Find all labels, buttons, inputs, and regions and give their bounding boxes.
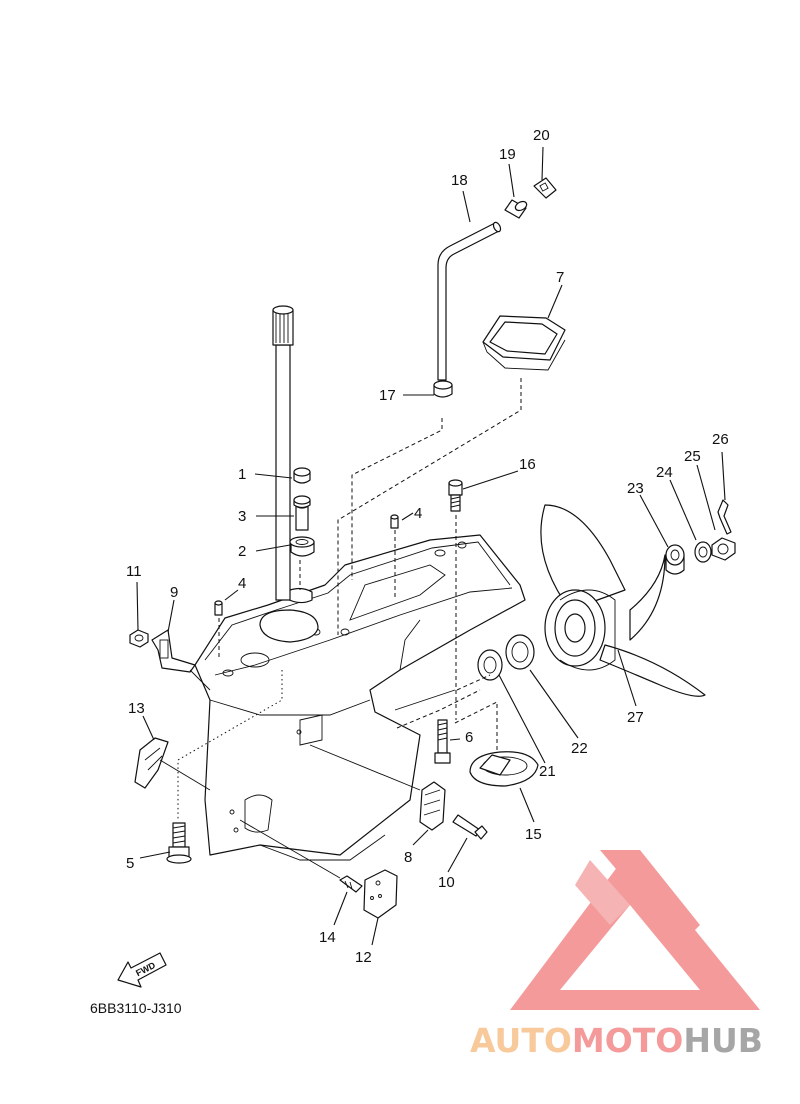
part-13-cover: [134, 737, 169, 789]
part-6-bolt: [434, 719, 451, 764]
part-4-dowel-pin: [214, 600, 223, 616]
part-12-trim-cover: [363, 869, 398, 919]
part-15-housing: [469, 751, 539, 787]
part-24-washer: [694, 541, 712, 563]
callout-23: 23: [627, 480, 644, 497]
callout-8: 8: [404, 849, 412, 866]
part-26-cotter-pin: [717, 499, 732, 535]
part-27-propeller: [540, 504, 706, 697]
fwd-arrow-icon: [117, 952, 167, 988]
watermark-text-auto: AUTO: [470, 1021, 572, 1060]
callout-2: 2: [238, 543, 246, 560]
callout-7: 7: [556, 269, 564, 286]
diagram-code: 6BB3110-J310: [90, 1000, 182, 1016]
callout-21: 21: [539, 763, 556, 780]
callout-3: 3: [238, 508, 246, 525]
watermark-text-hub: HUB: [683, 1021, 763, 1060]
drive-shaft: [272, 305, 294, 601]
part-7-gasket: [482, 315, 566, 371]
part-4-dowel-pin-b: [390, 514, 399, 529]
watermark-text-moto: MOTO: [572, 1021, 683, 1060]
callout-leaders: [136, 146, 726, 946]
callout-numbers: 1 3 2 4 4 5 6 7 8 9 10 11 12 13 14 15 16…: [126, 127, 729, 966]
part-11-nut: [129, 629, 149, 648]
callout-27: 27: [627, 709, 644, 726]
part-9-clamp: [151, 629, 196, 673]
callout-6: 6: [465, 729, 473, 746]
part-5-bolt: [166, 822, 192, 864]
part-8-anode: [419, 781, 446, 831]
callout-19: 19: [499, 146, 516, 163]
callout-17: 17: [379, 387, 396, 404]
part-23-thrust-washer: [665, 544, 685, 575]
callout-25: 25: [684, 448, 701, 465]
part-22-oil-seal: [505, 634, 535, 670]
part-18-water-tube: [437, 221, 502, 381]
part-2-seal: [289, 536, 315, 557]
callout-16: 16: [519, 456, 536, 473]
part-1-bushing: [293, 467, 311, 484]
callout-4-right: 4: [414, 505, 422, 522]
part-14-screw: [339, 875, 363, 893]
callout-24: 24: [656, 464, 673, 481]
callout-4-left: 4: [238, 575, 246, 592]
callout-1: 1: [238, 466, 246, 483]
part-20-grommet: [533, 177, 557, 199]
callout-12: 12: [355, 949, 372, 966]
callout-14: 14: [319, 929, 336, 946]
part-16-bolt: [448, 479, 463, 512]
part-21-oil-seal: [477, 649, 503, 681]
part-10-screw: [452, 814, 488, 840]
part-25-nut: [711, 537, 736, 561]
callout-9: 9: [170, 584, 178, 601]
callout-26: 26: [712, 431, 729, 448]
part-3-collar: [293, 495, 311, 531]
callout-15: 15: [525, 826, 542, 843]
callout-18: 18: [451, 172, 468, 189]
callout-22: 22: [571, 740, 588, 757]
lower-casing: [194, 534, 526, 861]
assembly-lines: [159, 378, 522, 879]
callout-10: 10: [438, 874, 455, 891]
callout-13: 13: [128, 700, 145, 717]
part-17-grommet: [433, 380, 453, 398]
callout-20: 20: [533, 127, 550, 144]
watermark-logo: [510, 850, 760, 1010]
callout-5: 5: [126, 855, 134, 872]
svg-text:AUTOMOTOHUB: AUTOMOTOHUB: [470, 1021, 763, 1060]
callout-11: 11: [126, 563, 142, 580]
part-19-seal: [504, 199, 528, 219]
